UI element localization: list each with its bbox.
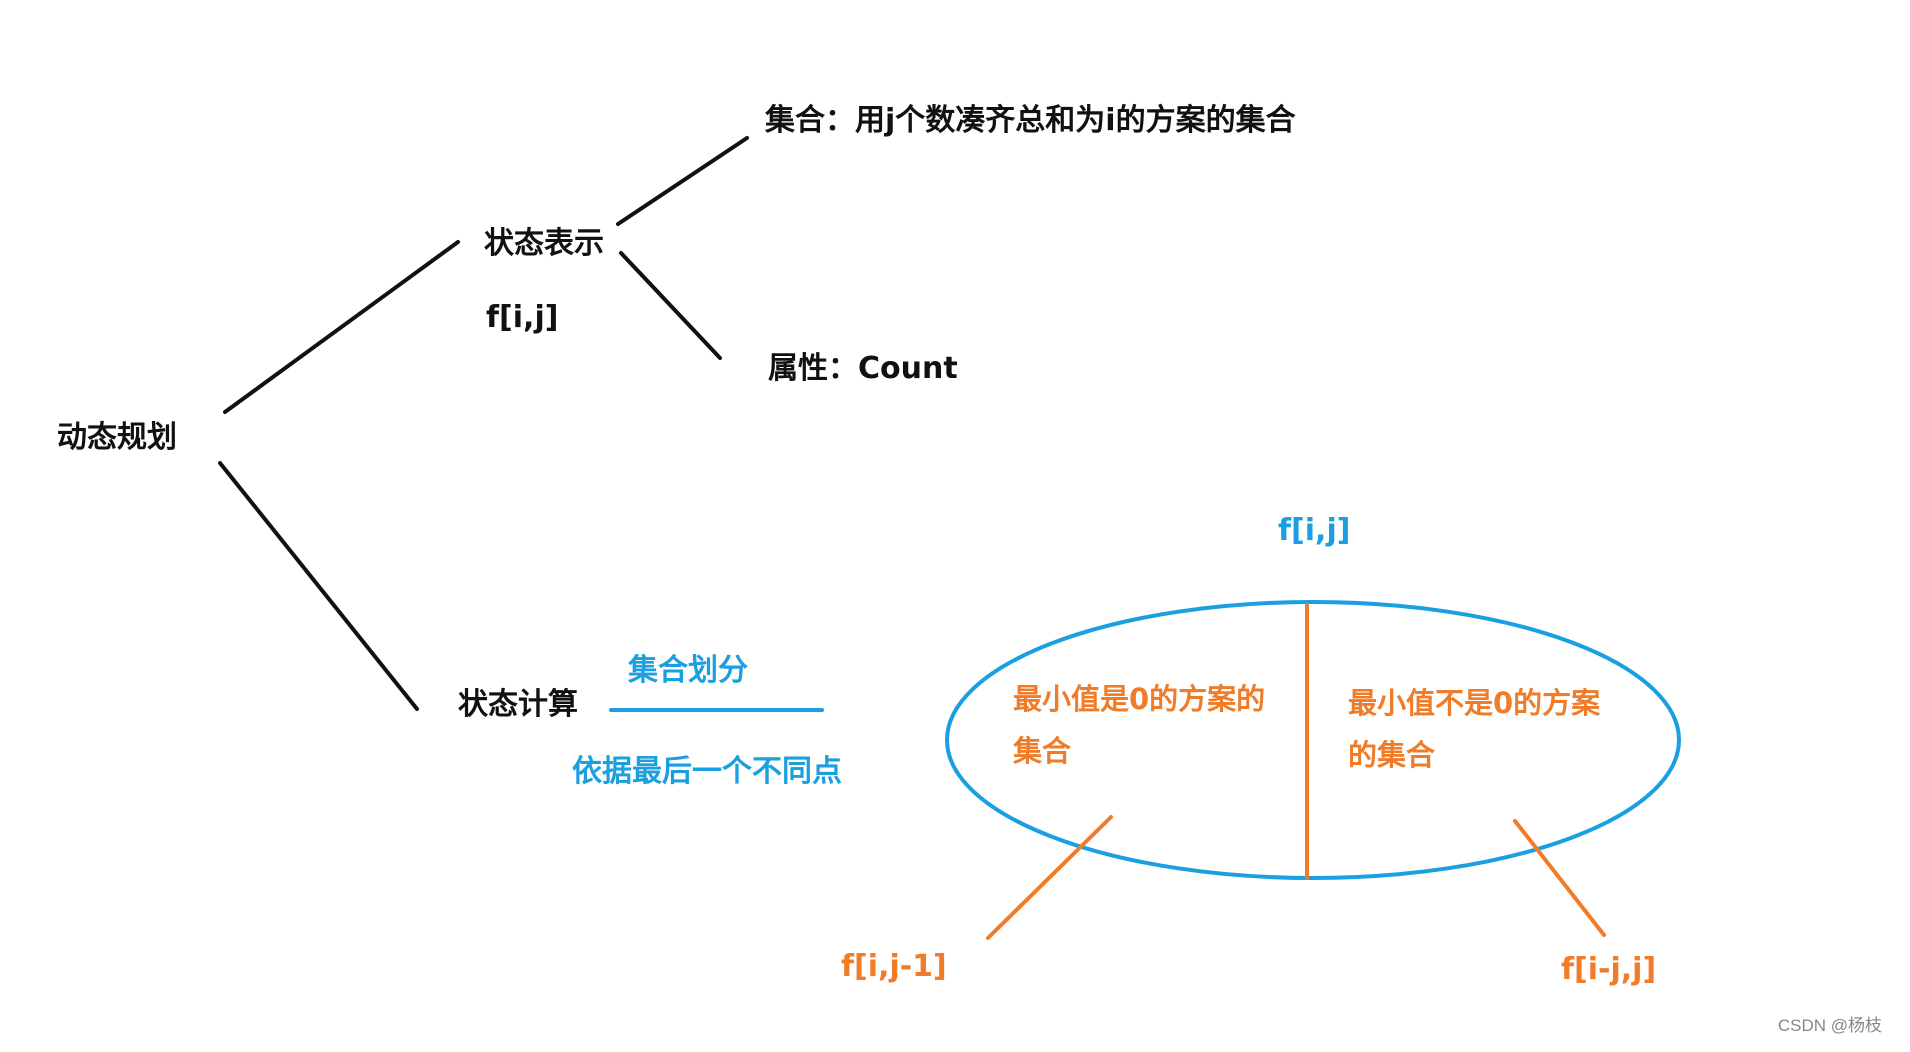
- pointer-left-region: [986, 815, 1113, 940]
- set-ellipse: [945, 600, 1681, 880]
- whole-set-label: f[i,j]: [1278, 513, 1351, 548]
- pointer-right-region: [1513, 819, 1606, 937]
- right-region-label-line1: 最小值不是0的方案: [1348, 686, 1601, 720]
- edge-state-representation-to-attribute: [619, 251, 722, 360]
- state-representation-label: 状态表示: [484, 226, 604, 261]
- edge-root-to-state-representation: [223, 240, 460, 414]
- left-region-label-line1: 最小值是0的方案的: [1013, 682, 1266, 716]
- partition-basis-label: 依据最后一个不同点: [572, 754, 842, 789]
- root-label: 动态规划: [57, 420, 177, 455]
- partition-label: 集合划分: [628, 653, 748, 688]
- watermark: CSDN @杨枝: [1777, 1016, 1882, 1035]
- right-result-label: f[i-j,j]: [1561, 952, 1657, 987]
- left-result-label: f[i,j-1]: [841, 949, 947, 984]
- edge-state-representation-to-set: [616, 136, 749, 226]
- attribute-label: 属性：Count: [768, 351, 958, 386]
- left-region-label-line2: 集合: [1013, 734, 1072, 768]
- edge-root-to-state-computation: [218, 461, 419, 711]
- right-region-label-line2: 的集合: [1348, 738, 1436, 772]
- state-notation-label: f[i,j]: [486, 300, 559, 335]
- set-definition-label: 集合：用j个数凑齐总和为i的方案的集合: [765, 103, 1296, 138]
- state-computation-label: 状态计算: [458, 687, 578, 722]
